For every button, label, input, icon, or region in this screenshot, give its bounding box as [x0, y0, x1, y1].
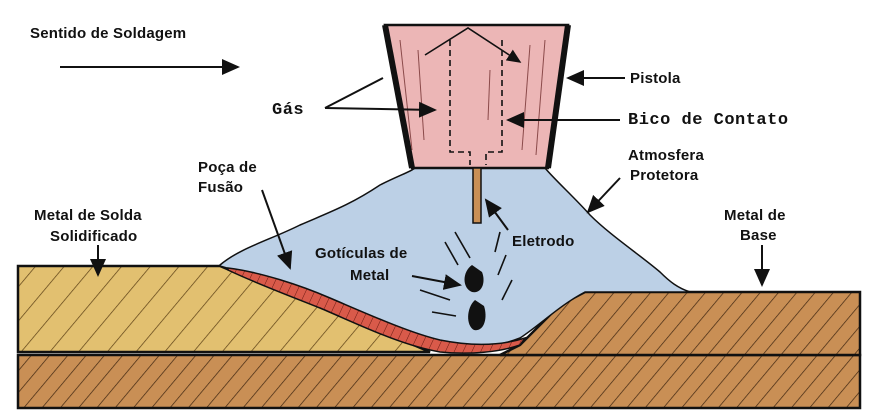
label-droplets-2: Metal	[350, 267, 389, 284]
label-weld-1: Metal de Solda	[34, 207, 142, 224]
electrode-leader	[484, 198, 509, 231]
arc-lines	[419, 231, 513, 317]
label-base-2: Base	[740, 227, 777, 244]
metal-droplet	[464, 265, 484, 293]
pool-leader	[261, 189, 293, 270]
nozzle-wall-left	[382, 24, 415, 169]
label-pool-2: Fusão	[198, 179, 243, 196]
label-gun: Pistola	[630, 70, 681, 87]
label-droplets-1: Gotículas de	[315, 245, 407, 262]
label-electrode: Eletrodo	[512, 233, 574, 250]
label-contact-tip: Bico de Contato	[628, 111, 789, 130]
nozzle-wall-right	[545, 24, 571, 169]
electrode-wire	[472, 167, 482, 224]
label-weld-2: Solidificado	[50, 228, 137, 245]
label-base-1: Metal de	[724, 207, 786, 224]
label-shield-1: Atmosfera	[628, 147, 704, 164]
label-gas: Gás	[272, 101, 304, 120]
metal-droplet	[468, 300, 486, 331]
label-pool-1: Poça de	[198, 159, 257, 176]
gas-leader	[324, 77, 435, 110]
gas-flow-arrow	[424, 27, 522, 63]
label-shield-2: Protetora	[630, 167, 699, 184]
shield-leader	[586, 177, 621, 214]
weld-pool	[227, 267, 527, 354]
droplets-leader	[411, 274, 462, 290]
base-metal	[16, 353, 862, 410]
label-direction: Sentido de Soldagem	[30, 25, 186, 42]
